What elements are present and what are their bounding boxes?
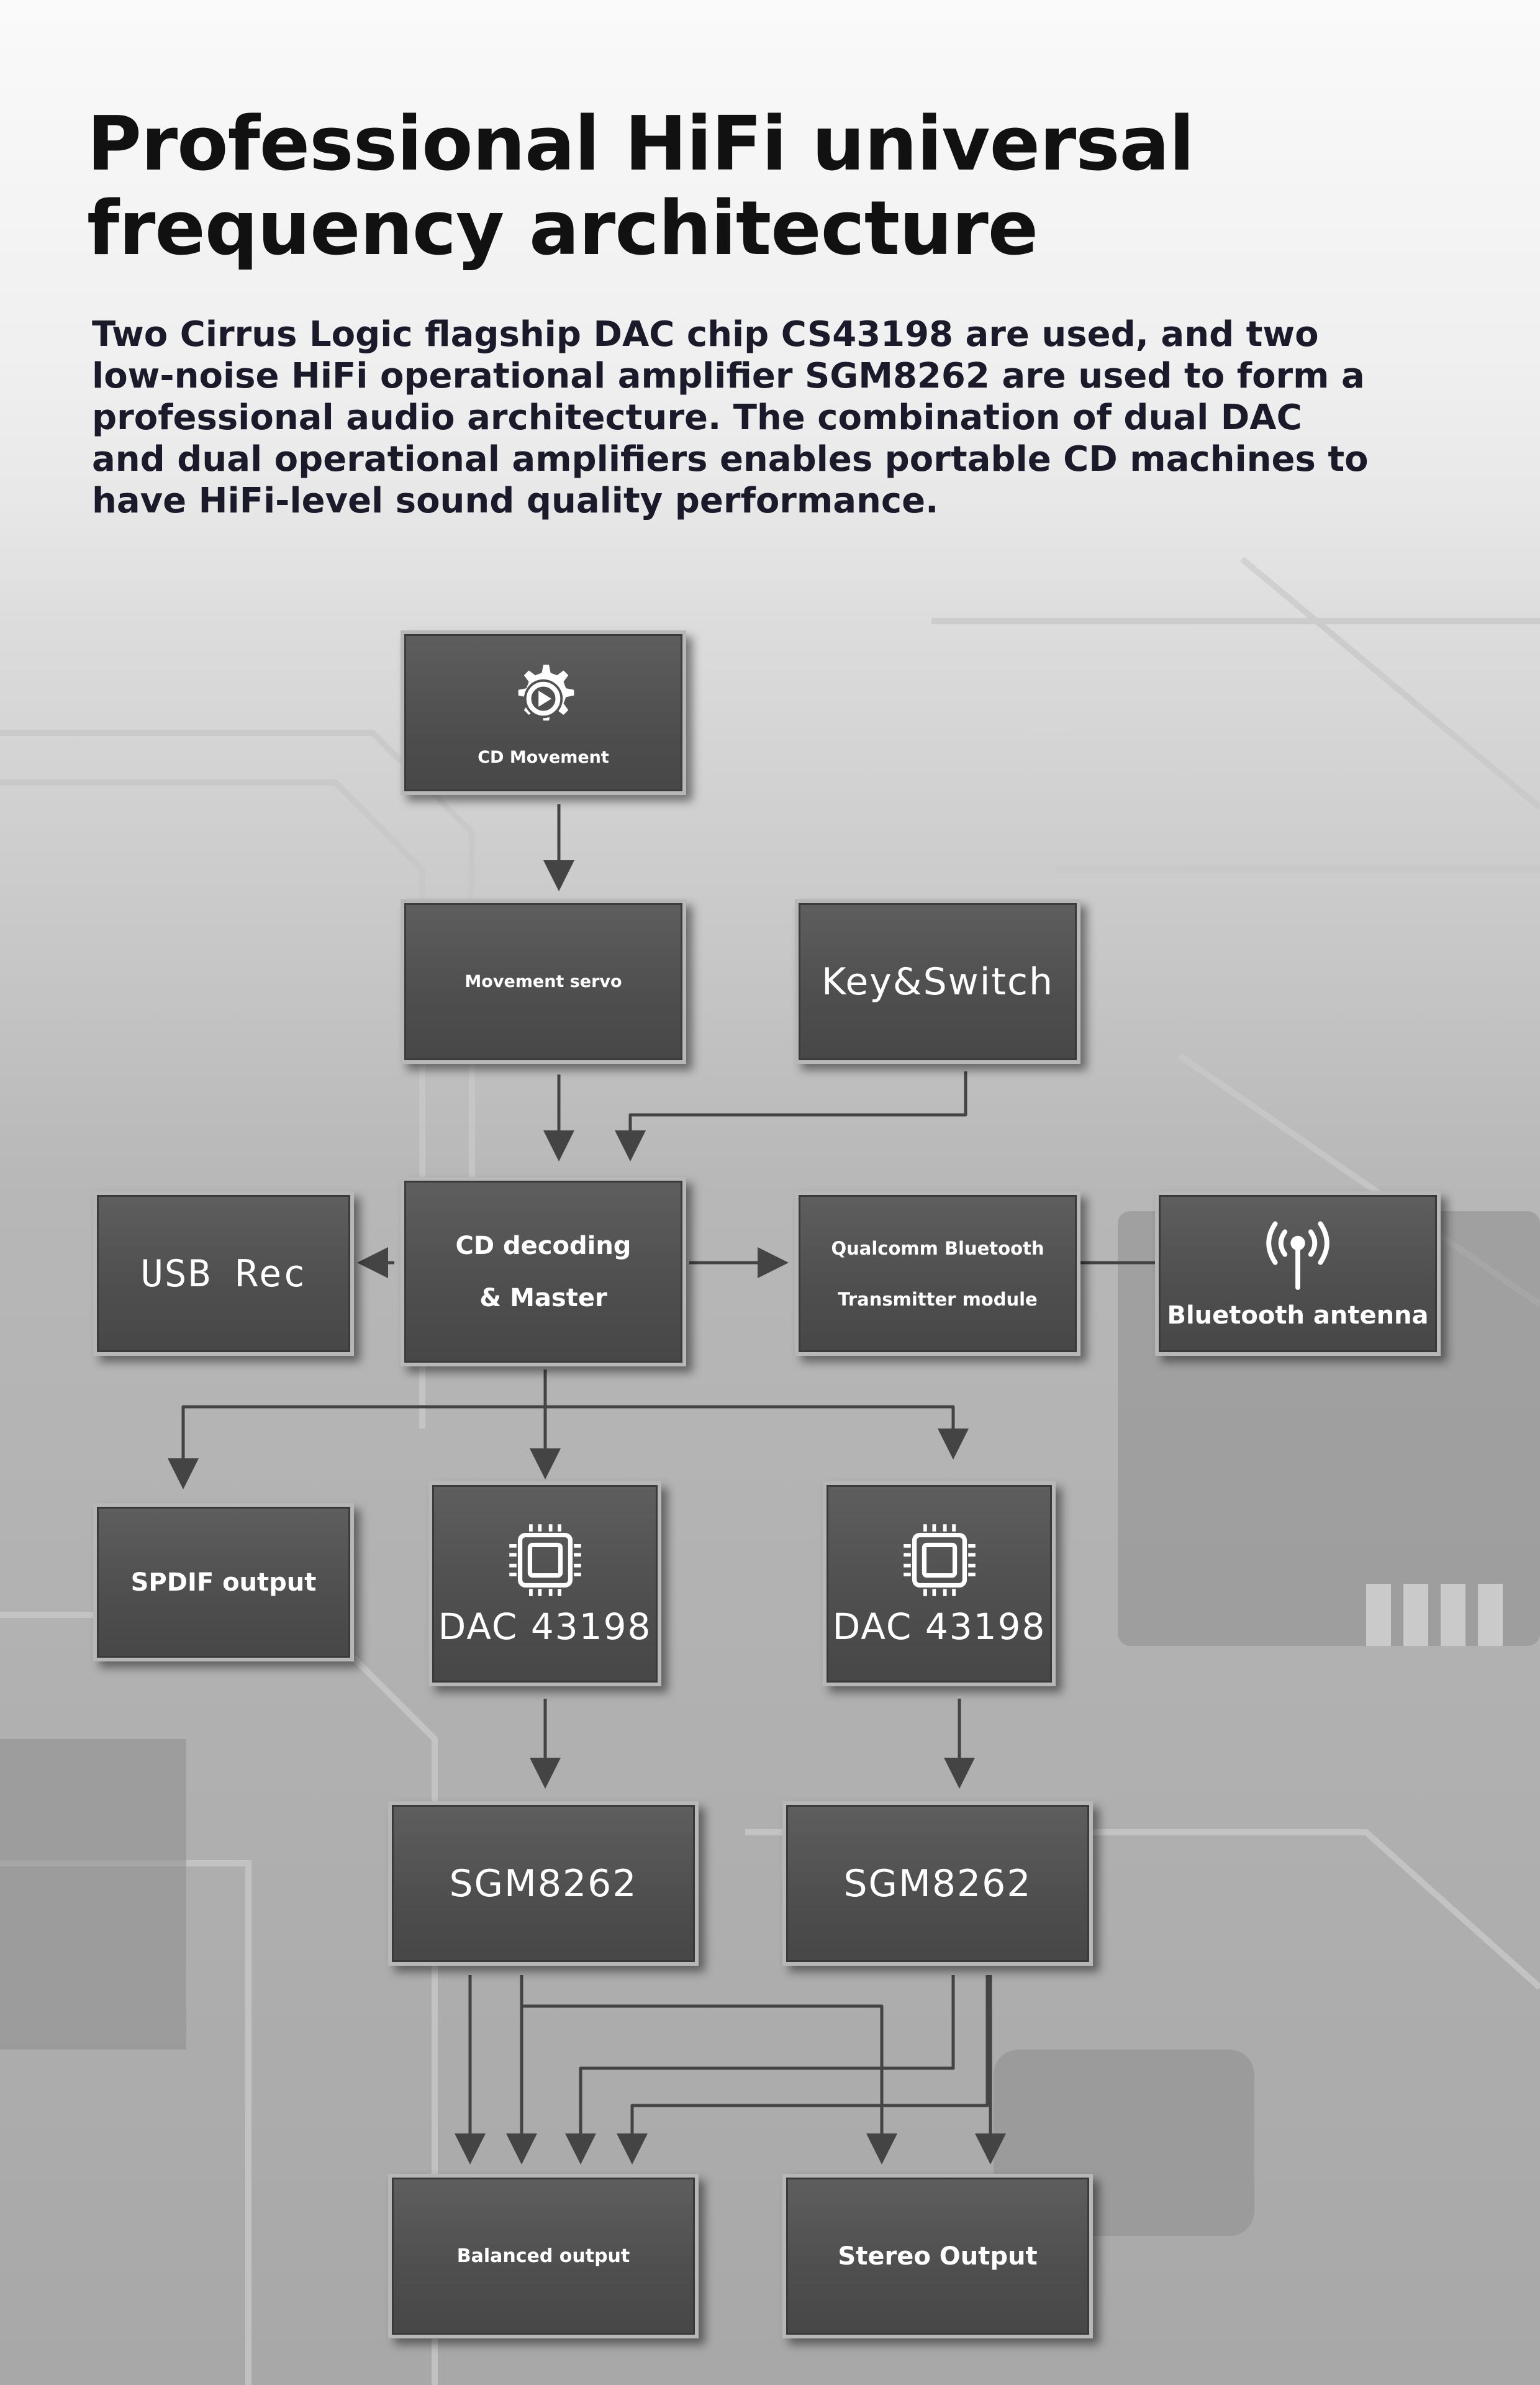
balanced-output-box: Balanced output (388, 2174, 699, 2338)
usb-rec-box: USB Rec (93, 1191, 354, 1356)
qualcomm-bluetooth-line1: Qualcomm Bluetooth (831, 1237, 1044, 1259)
bluetooth-antenna-label: Bluetooth antenna (1167, 1301, 1429, 1330)
title-line-1: Professional HiFi universal (87, 101, 1195, 188)
bluetooth-antenna-box: Bluetooth antenna (1155, 1191, 1441, 1356)
balanced-output-label: Balanced output (456, 2245, 630, 2267)
description: Two Cirrus Logic flagship DAC chip CS431… (92, 314, 1369, 521)
cd-decoding-line2: & Master (479, 1283, 607, 1312)
dac-right-label: DAC 43198 (832, 1606, 1046, 1648)
movement-servo-box: Movement servo (401, 899, 686, 1064)
dac-left-label: DAC 43198 (438, 1606, 652, 1648)
gear-icon (518, 665, 574, 721)
key-switch-box: Key&Switch (795, 899, 1080, 1064)
movement-servo-label: Movement servo (464, 972, 622, 991)
antenna-icon (1266, 1220, 1329, 1290)
title-line-2: frequency architecture (87, 186, 1038, 272)
chip-icon (903, 1524, 976, 1596)
dac-right-box: DAC 43198 (823, 1481, 1056, 1686)
cd-decoding-box: CD decoding & Master (401, 1177, 686, 1366)
spdif-output-box: SPDIF output (93, 1503, 354, 1661)
sgm8262-right-label: SGM8262 (843, 1861, 1032, 1906)
key-switch-label: Key&Switch (822, 960, 1054, 1004)
chip-icon (509, 1524, 581, 1596)
cd-movement-label: CD Movement (478, 748, 609, 767)
cd-decoding-line1: CD decoding (455, 1231, 632, 1260)
spdif-output-label: SPDIF output (130, 1568, 317, 1597)
stereo-output-label: Stereo Output (838, 2242, 1038, 2271)
stereo-output-box: Stereo Output (782, 2174, 1093, 2338)
dac-left-box: DAC 43198 (428, 1481, 661, 1686)
usb-rec-label: USB Rec (140, 1252, 307, 1296)
qualcomm-bluetooth-line2: Transmitter module (838, 1288, 1038, 1310)
sgm8262-right-box: SGM8262 (782, 1801, 1093, 1966)
sgm8262-left-label: SGM8262 (449, 1861, 638, 1906)
page-title: Professional HiFi universal frequency ar… (87, 102, 1391, 271)
cd-movement-box: CD Movement (401, 630, 686, 795)
qualcomm-bluetooth-box: Qualcomm Bluetooth Transmitter module (795, 1191, 1080, 1356)
sgm8262-left-box: SGM8262 (388, 1801, 699, 1966)
